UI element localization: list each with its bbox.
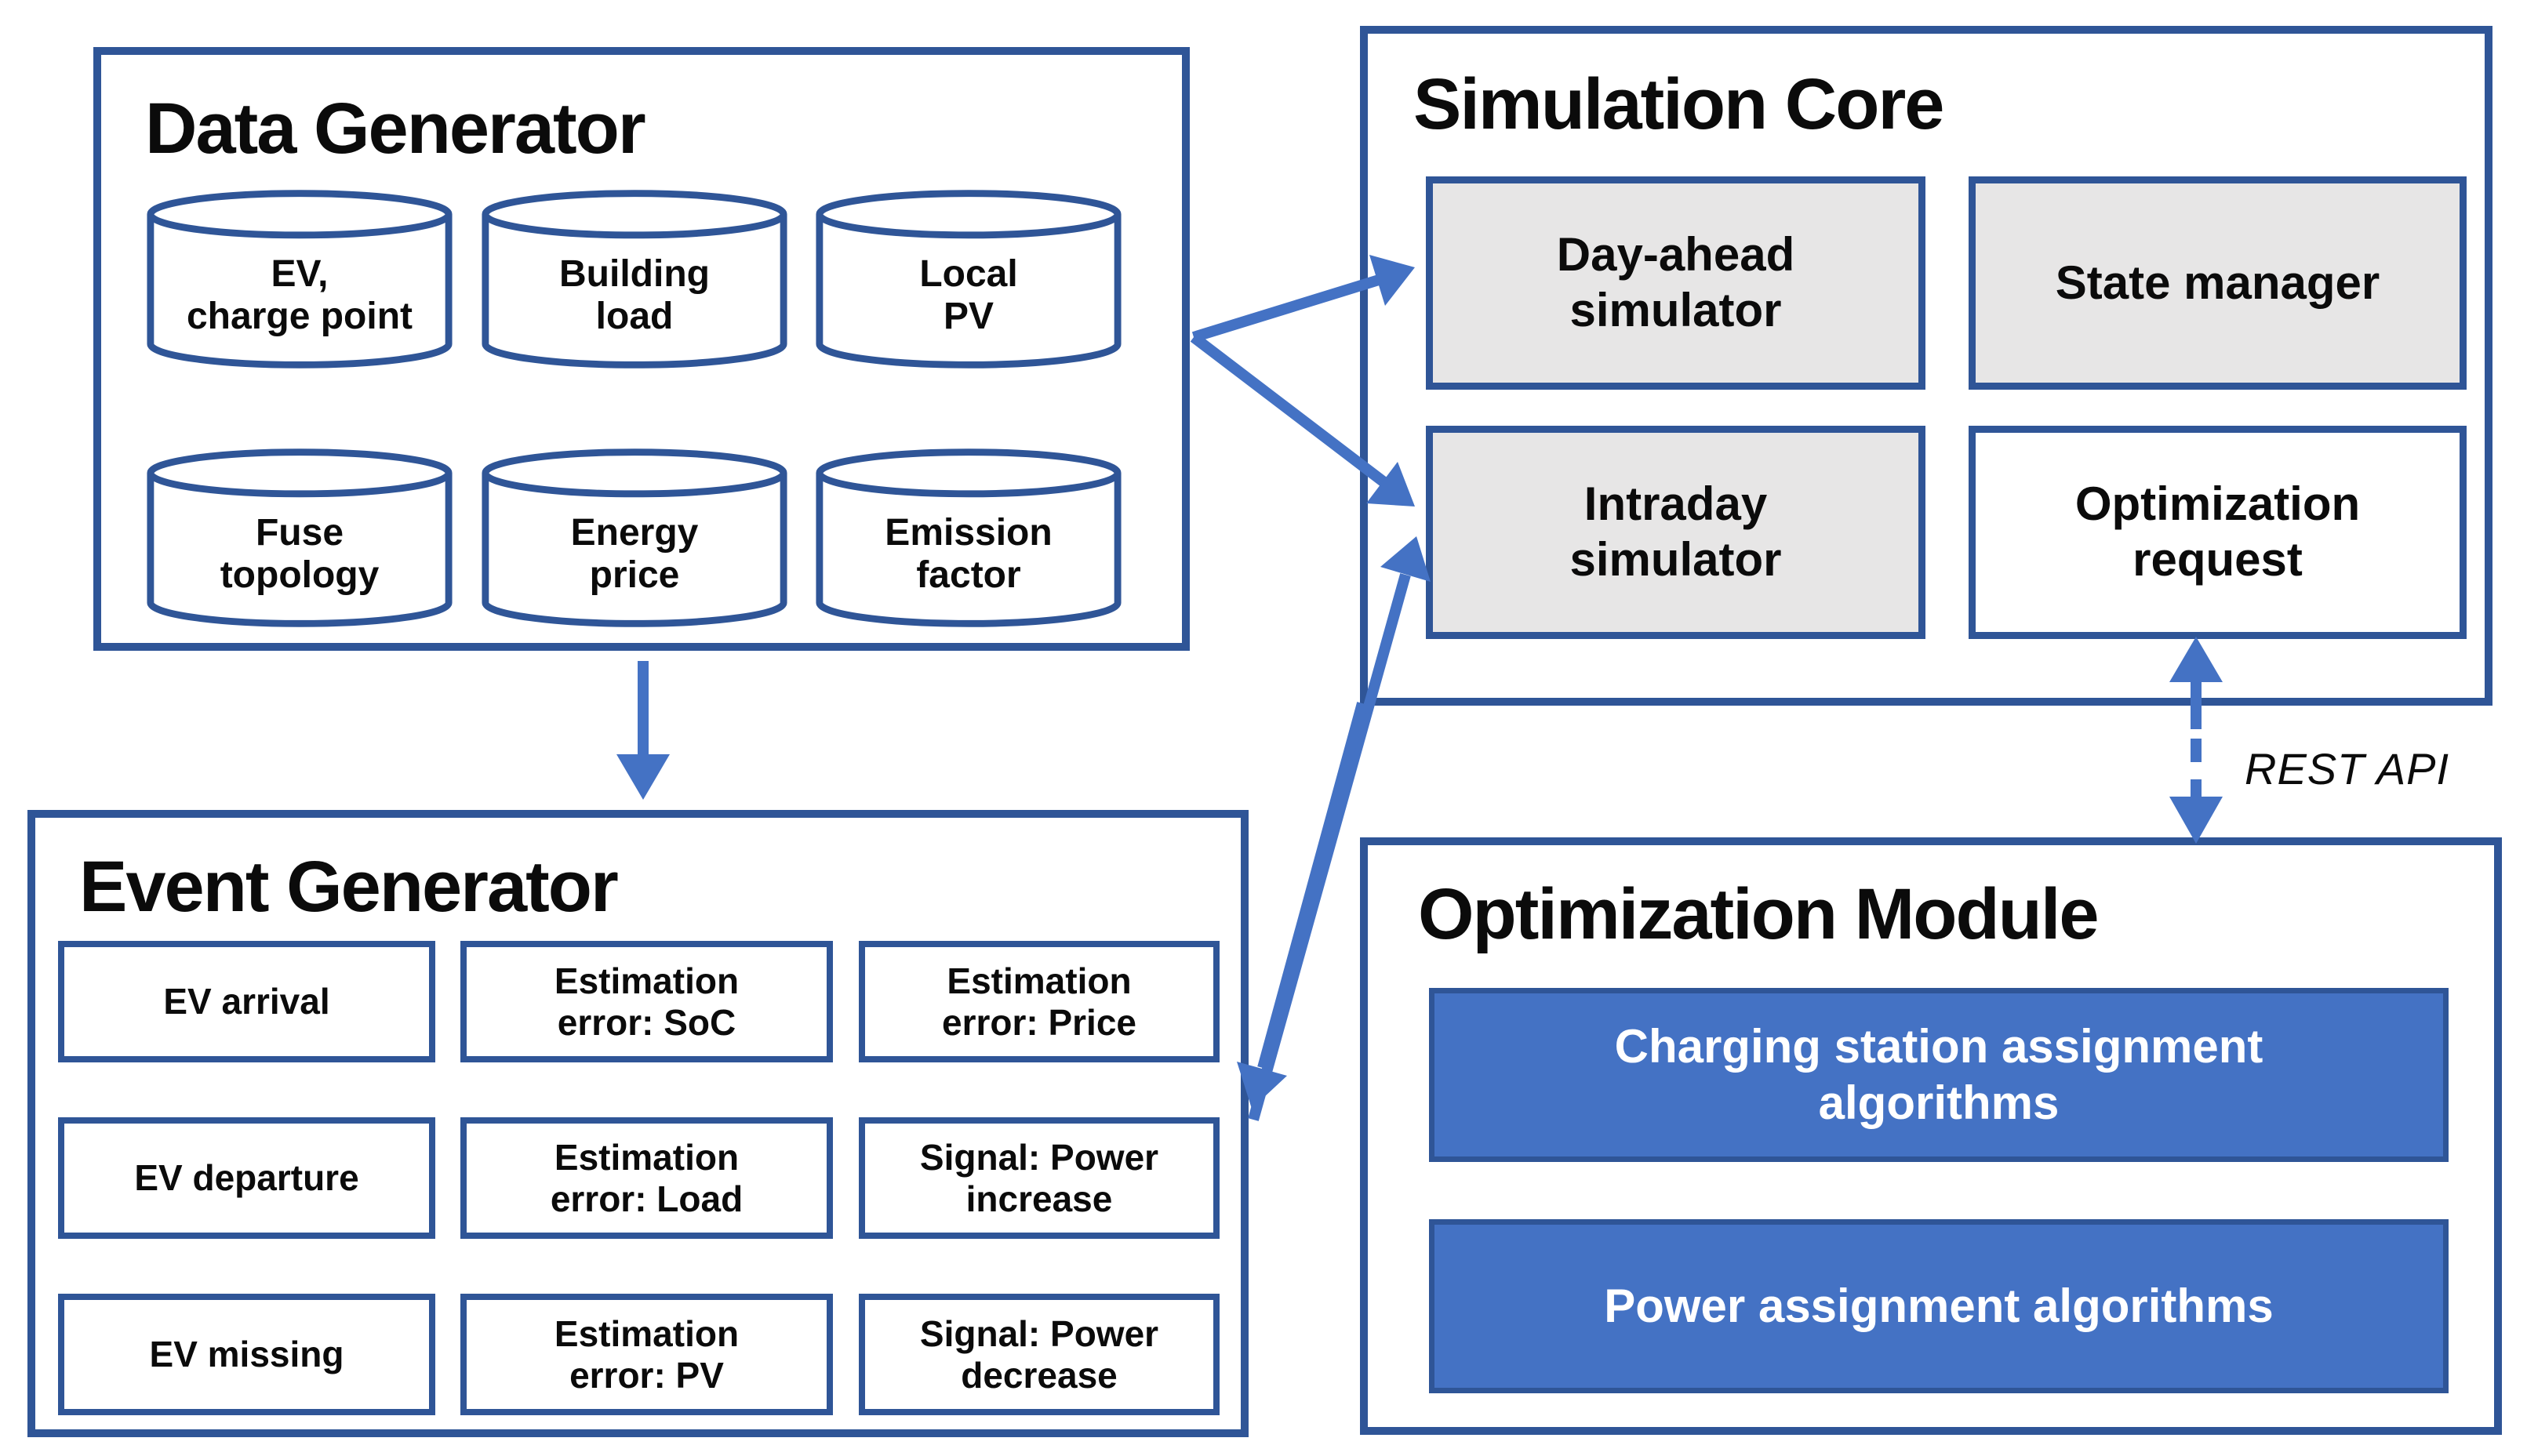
node-optimization-request: Optimization request <box>1969 426 2467 639</box>
event-cell-ev-departure: EV departure <box>58 1117 435 1239</box>
node-state-manager: State manager <box>1969 176 2467 390</box>
node-intraday-simulator: Intraday simulator <box>1426 426 1925 639</box>
database-cylinder-icon <box>147 448 453 627</box>
cylinder-emission-factor: Emission factor <box>814 445 1123 630</box>
simulation-core-box: Simulation Core Day-ahead simulator Stat… <box>1360 26 2492 706</box>
database-cylinder-icon <box>816 190 1122 369</box>
cylinder-fuse-topology: Fuse topology <box>145 445 454 630</box>
cylinder-label: Fuse topology <box>220 512 380 596</box>
database-cylinder-icon <box>816 448 1122 627</box>
arrowhead-down-icon <box>2169 797 2223 844</box>
database-cylinder-icon <box>482 190 787 369</box>
cylinder-label: EV, charge point <box>186 253 413 337</box>
event-generator-title: Event Generator <box>79 847 619 927</box>
event-cell-est-error-soc: Estimation error: SoC <box>460 941 833 1062</box>
arrowhead-down-icon <box>616 754 670 800</box>
event-cell-ev-missing: EV missing <box>58 1294 435 1415</box>
cylinder-local-pv: Local PV <box>814 187 1123 372</box>
data-generator-box: Data Generator EV, charge point Building… <box>93 47 1190 651</box>
arrow-simcore-to-eventgen <box>1257 702 1368 1069</box>
event-cell-est-error-pv: Estimation error: PV <box>460 1294 833 1415</box>
cylinder-label: Energy price <box>570 512 699 596</box>
event-cell-est-error-load: Estimation error: Load <box>460 1117 833 1239</box>
data-generator-title: Data Generator <box>145 89 646 169</box>
arrow-datagen-to-intraday <box>1190 332 1389 488</box>
cylinder-label: Local PV <box>919 253 1018 337</box>
optimization-module-title: Optimization Module <box>1418 874 2100 954</box>
cylinder-label: Building load <box>559 253 710 337</box>
rest-api-label: REST API <box>2245 744 2450 793</box>
optimization-module-box: Optimization Module Charging station ass… <box>1360 837 2502 1435</box>
cylinder-ev-charge-point: EV, charge point <box>145 187 454 372</box>
cylinder-building-load: Building load <box>480 187 789 372</box>
event-cell-ev-arrival: EV arrival <box>58 941 435 1062</box>
simulation-core-title: Simulation Core <box>1413 64 1944 144</box>
algo-charging-station-assignment: Charging station assignment algorithms <box>1429 988 2449 1162</box>
algo-power-assignment: Power assignment algorithms <box>1429 1219 2449 1393</box>
database-cylinder-icon <box>147 190 453 369</box>
event-cell-signal-power-increase: Signal: Power increase <box>859 1117 1220 1239</box>
node-day-ahead-simulator: Day-ahead simulator <box>1426 176 1925 390</box>
event-cell-est-error-price: Estimation error: Price <box>859 941 1220 1062</box>
cylinder-label: Emission factor <box>885 512 1053 596</box>
database-cylinder-icon <box>482 448 787 627</box>
arrow-datagen-to-dayahead <box>1191 274 1381 343</box>
cylinder-energy-price: Energy price <box>480 445 789 630</box>
event-generator-box: Event Generator EV arrival Estimation er… <box>27 810 1249 1437</box>
event-cell-signal-power-decrease: Signal: Power decrease <box>859 1294 1220 1415</box>
